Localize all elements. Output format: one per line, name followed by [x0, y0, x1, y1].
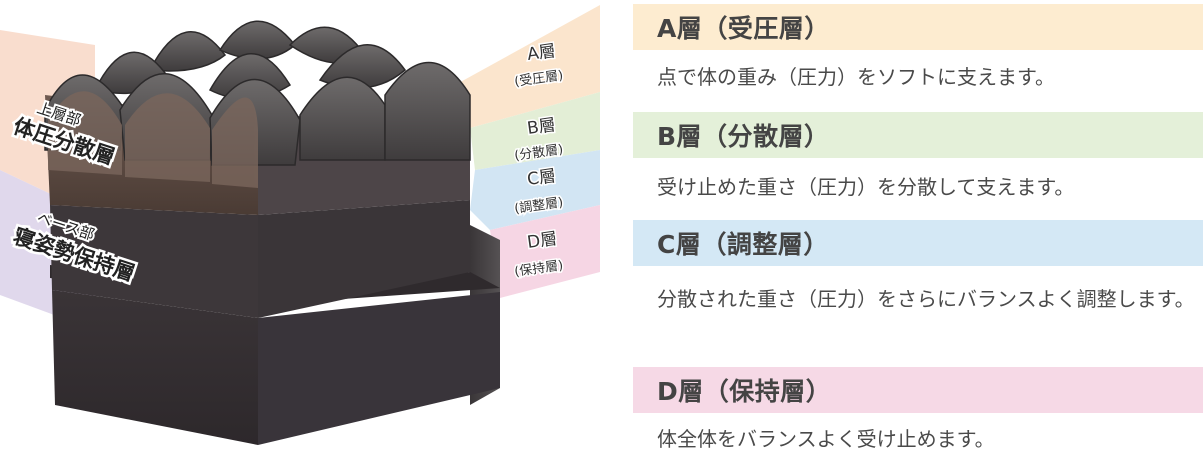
- base-upper-front: [50, 205, 258, 318]
- layer-d-heading: D層（保持層）: [633, 367, 1203, 413]
- layer-a-description: 点で体の重み（圧力）をソフトに支えます。: [657, 65, 1055, 89]
- foam-dome-front: [48, 91, 258, 188]
- tag-a-letter: A層: [526, 41, 557, 65]
- base-upper-side: [258, 200, 470, 318]
- layer-b-heading: B層（分散層）: [633, 112, 1203, 158]
- layer-d-description: 体全体をバランスよく受け止めます。: [657, 427, 995, 451]
- band-c: [470, 150, 600, 230]
- tag-d-letter: D層: [526, 229, 559, 253]
- base-lower-side: [258, 292, 500, 445]
- mattress-layer-figure: 上層部 体圧分散層 ベース部 寝姿勢保持層 A層 (受圧層) B層 (分散層) …: [0, 5, 600, 445]
- layer-b-description: 受け止めた重さ（圧力）を分散して支えます。: [657, 175, 1075, 199]
- layer-description-panel: A層（受圧層） 点で体の重み（圧力）をソフトに支えます。 B層（分散層） 受け止…: [633, 0, 1203, 453]
- band-a: [455, 5, 600, 128]
- band-b: [470, 92, 600, 170]
- band-d: [490, 205, 600, 298]
- tag-c-letter: C層: [526, 166, 557, 190]
- layer-a-heading: A層（受圧層）: [633, 4, 1203, 50]
- base-top-step: [50, 265, 500, 305]
- layer-c-description: 分散された重さ（圧力）をさらにバランスよく調整します。: [657, 287, 1195, 311]
- mattress-cross-section: 上層部 体圧分散層 ベース部 寝姿勢保持層 A層 (受圧層) B層 (分散層) …: [0, 5, 600, 445]
- tag-b-letter: B層: [526, 115, 557, 139]
- tag-a-name: (受圧層): [513, 68, 564, 90]
- layer-c-heading: C層（調整層）: [633, 220, 1203, 266]
- base-lower-front: [52, 290, 258, 445]
